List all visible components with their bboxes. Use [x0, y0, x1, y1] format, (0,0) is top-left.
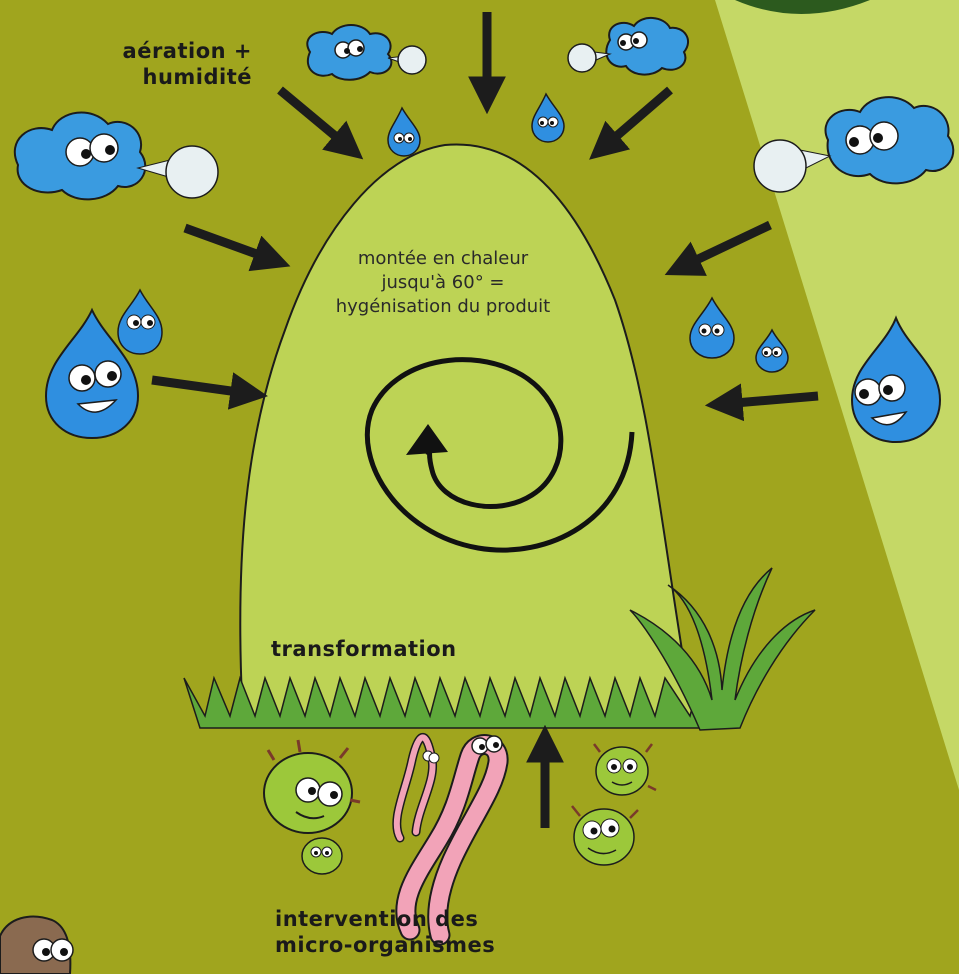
- arrow-icon: [183, 223, 291, 272]
- arrow-icon: [151, 372, 268, 410]
- brown-character-icon: [0, 915, 74, 974]
- intervention-line: intervention des: [275, 907, 479, 931]
- aeration-humidity-label: aération + humidité: [20, 38, 252, 90]
- microbe-icon: [263, 739, 361, 834]
- arrow-icon: [664, 220, 772, 276]
- heat-line-3: hygénisation du produit: [335, 296, 551, 317]
- water-drop-icon: [531, 92, 565, 143]
- transformation-label: transformation: [271, 637, 457, 661]
- heat-line-1: montée en chaleur: [357, 248, 529, 269]
- light-side-panel: [715, 0, 959, 790]
- microbe-icon: [593, 743, 657, 796]
- aeration-line: aération +: [122, 39, 252, 63]
- cloud-icon: [753, 96, 955, 193]
- worm-icon: [395, 734, 509, 946]
- tree-corner: [735, 0, 870, 14]
- microbe-icon: [571, 805, 639, 866]
- compost-pile: [239, 143, 702, 721]
- water-drop-icon: [689, 296, 735, 359]
- cloud-icon: [13, 111, 219, 201]
- arrow-icon: [589, 86, 673, 160]
- worm-icon: [392, 732, 440, 843]
- microorganisms-label: intervention des micro-organismes: [275, 906, 495, 958]
- heat-rise-label: montée en chaleur jusqu'à 60° = hygénisa…: [318, 247, 568, 319]
- arrow-icon: [704, 383, 819, 422]
- humidity-line: humidité: [142, 65, 252, 89]
- arrow-icon: [277, 86, 364, 160]
- heat-line-2: jusqu'à 60° =: [381, 272, 505, 293]
- spiral-arrow-icon: [406, 424, 448, 455]
- microorganisms-line: micro-organismes: [275, 933, 496, 957]
- cloud-icon: [567, 17, 689, 76]
- water-drop-icon: [117, 288, 163, 355]
- microbe-icon: [301, 837, 343, 875]
- water-drop-icon: [755, 328, 789, 373]
- grass-icon: [183, 567, 816, 731]
- cloud-icon: [306, 24, 427, 81]
- water-drop-icon: [850, 315, 942, 444]
- spiral-icon: [364, 357, 635, 553]
- water-drop-icon: [44, 307, 140, 440]
- water-drop-icon: [387, 106, 421, 157]
